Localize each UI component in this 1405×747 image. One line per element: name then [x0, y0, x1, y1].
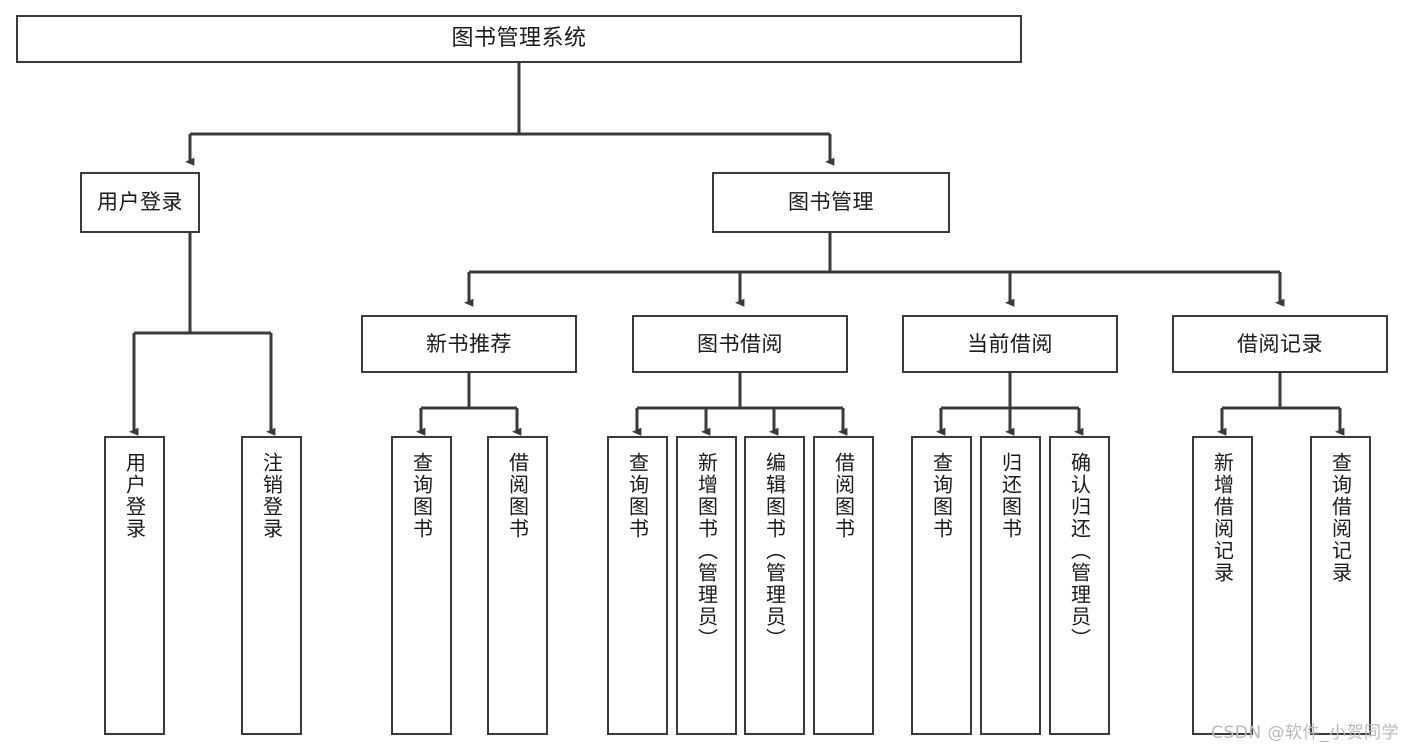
leaf-current-borrow-query-label: 查询图书	[929, 452, 954, 540]
leaf-user-login-login-label: 用户登录	[122, 452, 147, 540]
node-book-management[interactable]: 图书管理	[712, 172, 950, 233]
leaf-current-borrow-confirm-return-label: 确认归还（管理员）	[1067, 452, 1092, 650]
node-book-borrow[interactable]: 图书借阅	[632, 315, 848, 373]
csdn-watermark: CSDN @软件_小贺同学	[1211, 723, 1399, 743]
node-book-management-label: 图书管理	[788, 190, 874, 215]
leaf-current-borrow-query[interactable]: 查询图书	[911, 436, 972, 735]
node-new-book-recommend-label: 新书推荐	[426, 331, 512, 356]
node-current-borrow[interactable]: 当前借阅	[902, 315, 1118, 373]
leaf-book-borrow-borrow-label: 借阅图书	[831, 452, 856, 540]
leaf-new-book-query[interactable]: 查询图书	[391, 436, 452, 735]
leaf-book-borrow-borrow[interactable]: 借阅图书	[813, 436, 874, 735]
node-root-label: 图书管理系统	[451, 26, 587, 52]
leaf-new-book-query-label: 查询图书	[409, 452, 434, 540]
node-book-borrow-label: 图书借阅	[697, 331, 783, 356]
node-root-library-system[interactable]: 图书管理系统	[16, 15, 1022, 63]
leaf-book-borrow-query[interactable]: 查询图书	[607, 436, 668, 735]
leaf-book-borrow-edit-label: 编辑图书（管理员）	[762, 452, 787, 650]
node-current-borrow-label: 当前借阅	[967, 331, 1053, 356]
leaf-user-login-logout-label: 注销登录	[259, 452, 284, 540]
leaf-borrow-record-query[interactable]: 查询借阅记录	[1310, 436, 1371, 735]
node-user-login-label: 用户登录	[97, 190, 183, 215]
node-user-login[interactable]: 用户登录	[80, 172, 200, 233]
leaf-new-book-borrow-label: 借阅图书	[505, 452, 530, 540]
leaf-book-borrow-add-label: 新增图书（管理员）	[694, 452, 719, 650]
leaf-book-borrow-add[interactable]: 新增图书（管理员）	[676, 436, 737, 735]
leaf-book-borrow-edit[interactable]: 编辑图书（管理员）	[744, 436, 805, 735]
node-borrow-record-label: 借阅记录	[1237, 331, 1323, 356]
leaf-borrow-record-add[interactable]: 新增借阅记录	[1192, 436, 1253, 735]
leaf-borrow-record-query-label: 查询借阅记录	[1328, 452, 1353, 584]
leaf-current-borrow-confirm-return[interactable]: 确认归还（管理员）	[1049, 436, 1110, 735]
leaf-borrow-record-add-label: 新增借阅记录	[1210, 452, 1235, 584]
leaf-new-book-borrow[interactable]: 借阅图书	[487, 436, 548, 735]
leaf-user-login-logout[interactable]: 注销登录	[241, 436, 302, 735]
leaf-user-login-login[interactable]: 用户登录	[104, 436, 165, 735]
leaf-book-borrow-query-label: 查询图书	[625, 452, 650, 540]
node-new-book-recommend[interactable]: 新书推荐	[361, 315, 577, 373]
leaf-current-borrow-return-label: 归还图书	[998, 452, 1023, 540]
leaf-current-borrow-return[interactable]: 归还图书	[980, 436, 1041, 735]
node-borrow-record[interactable]: 借阅记录	[1172, 315, 1388, 373]
